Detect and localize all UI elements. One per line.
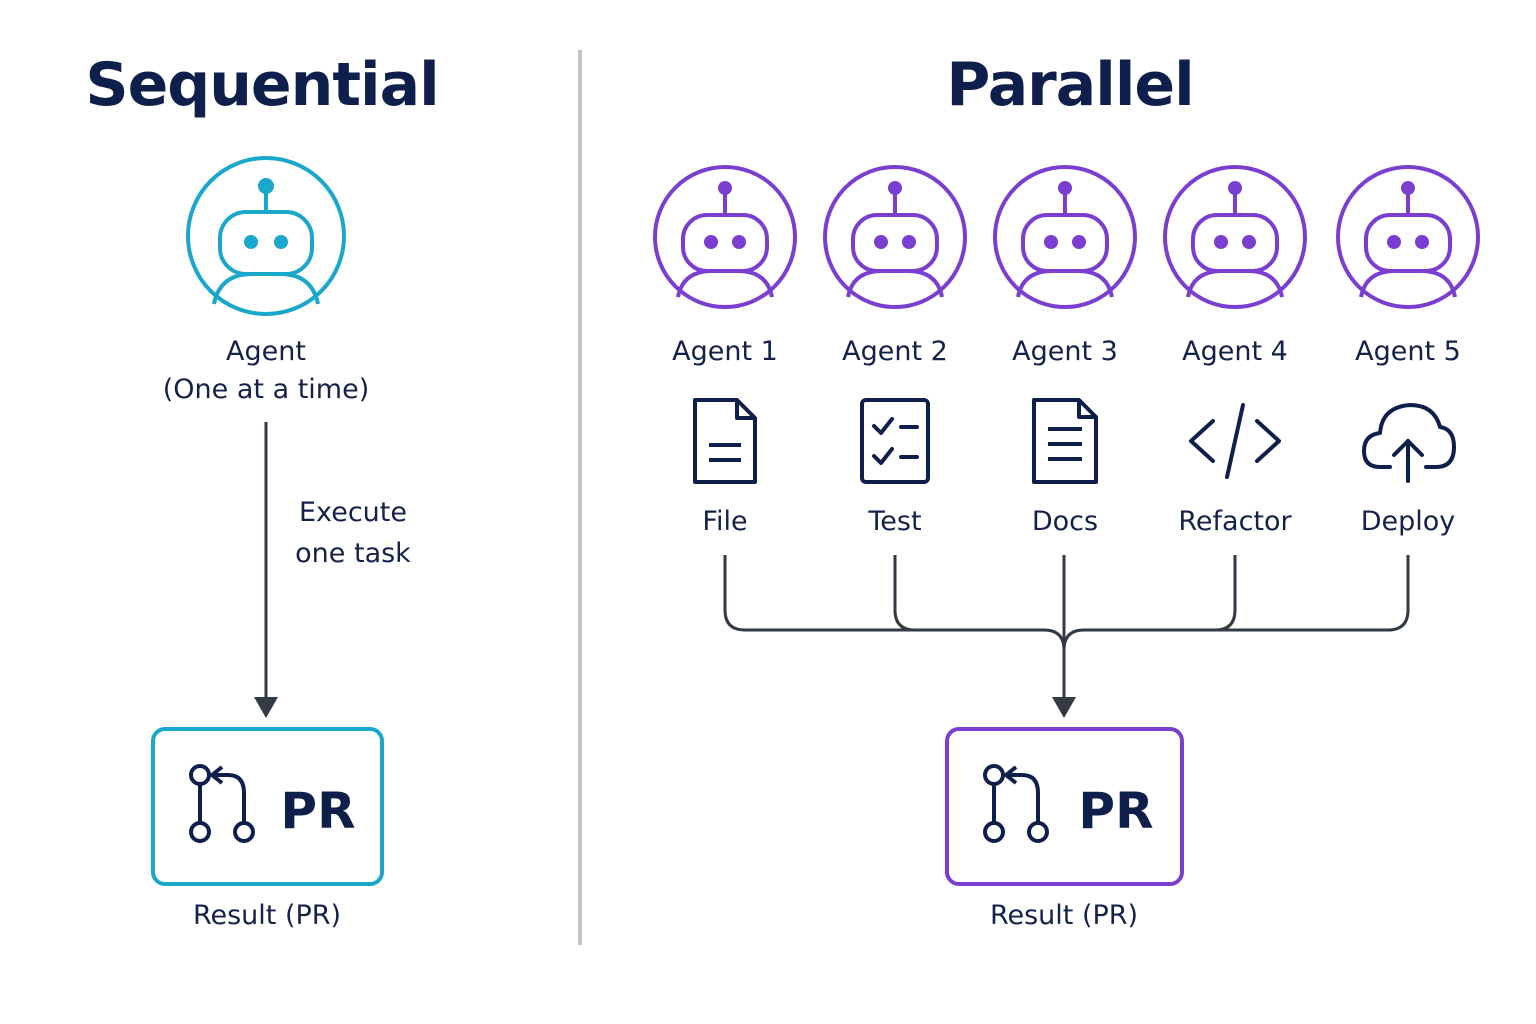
agent-label: Agent 1: [672, 336, 778, 367]
parallel-arrowhead: [1052, 697, 1076, 718]
parallel-robots: [653, 165, 1480, 309]
robot-icon: [1336, 165, 1480, 309]
sequential-arrow: [254, 422, 278, 718]
parallel-title: Parallel: [946, 50, 1194, 120]
edge-label-line-2: one task: [295, 538, 411, 569]
task-label: Deploy: [1360, 506, 1456, 537]
document-icon: [1032, 398, 1098, 484]
task-label: Docs: [1031, 506, 1099, 537]
sequential-result-box: [151, 727, 384, 886]
edge-label-line-1: Execute: [299, 497, 407, 528]
sequential-robot-icon: [186, 156, 346, 316]
robot-icon: [993, 165, 1137, 309]
sequential-agent-label: Agent: [226, 336, 306, 367]
robot-icon: [1163, 165, 1307, 309]
sequential-title: Sequential: [85, 50, 439, 120]
cloud-upload-icon: [1362, 403, 1456, 483]
parallel-merge-connectors: [723, 555, 1410, 700]
agent-label: Agent 5: [1355, 336, 1461, 367]
task-label: File: [702, 506, 748, 537]
sequential-result-label: Result (PR): [192, 900, 342, 931]
sequential-agent-sublabel: (One at a time): [162, 374, 370, 405]
parallel-result-box: [945, 727, 1184, 886]
agent-label: Agent 4: [1182, 336, 1288, 367]
checklist-icon: [860, 398, 930, 484]
file-icon: [693, 398, 757, 484]
sequential-pull-request-icon: [189, 764, 255, 843]
sequential-pr-text: PR: [280, 782, 356, 840]
robot-icon: [823, 165, 967, 309]
agent-label: Agent 3: [1012, 336, 1118, 367]
agent-label: Agent 2: [842, 336, 948, 367]
robot-icon: [653, 165, 797, 309]
parallel-pr-text: PR: [1078, 782, 1154, 840]
sequential-edge-label: Execute one task: [278, 492, 428, 574]
task-label: Refactor: [1178, 506, 1292, 537]
parallel-result-label: Result (PR): [989, 900, 1139, 931]
parallel-pull-request-icon: [983, 764, 1049, 843]
task-label: Test: [868, 506, 922, 537]
code-icon: [1189, 403, 1281, 479]
